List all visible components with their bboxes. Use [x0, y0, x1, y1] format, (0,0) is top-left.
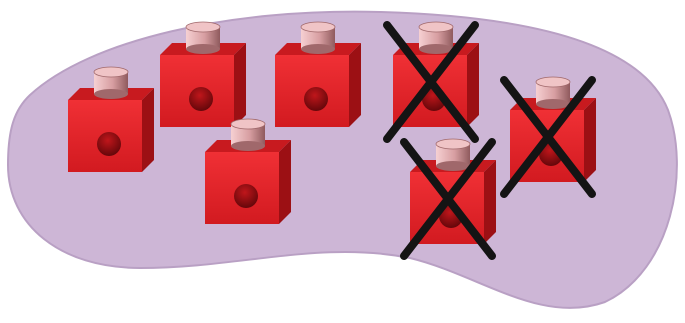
cube-7: [504, 77, 596, 194]
cube-side-face: [349, 43, 361, 127]
cube-4: [387, 22, 479, 139]
cube-hole: [304, 87, 328, 111]
cube-side-face: [484, 160, 496, 244]
peg-bottom: [94, 89, 128, 99]
cube-side-face: [234, 43, 246, 127]
cube-side-face: [584, 98, 596, 182]
cube-side-face: [142, 88, 154, 172]
cube-6: [404, 139, 496, 256]
peg-bottom: [419, 44, 453, 54]
peg-top: [186, 22, 220, 32]
cube-side-face: [467, 43, 479, 127]
peg-top: [436, 139, 470, 149]
peg-bottom: [536, 99, 570, 109]
peg-top: [231, 119, 265, 129]
cube-side-face: [279, 140, 291, 224]
peg-top: [301, 22, 335, 32]
peg-bottom: [301, 44, 335, 54]
cube-hole: [234, 184, 258, 208]
peg-bottom: [436, 161, 470, 171]
peg-bottom: [186, 44, 220, 54]
peg-top: [536, 77, 570, 87]
peg-bottom: [231, 141, 265, 151]
cube-hole: [97, 132, 121, 156]
cube-hole: [189, 87, 213, 111]
peg-top: [419, 22, 453, 32]
peg-top: [94, 67, 128, 77]
